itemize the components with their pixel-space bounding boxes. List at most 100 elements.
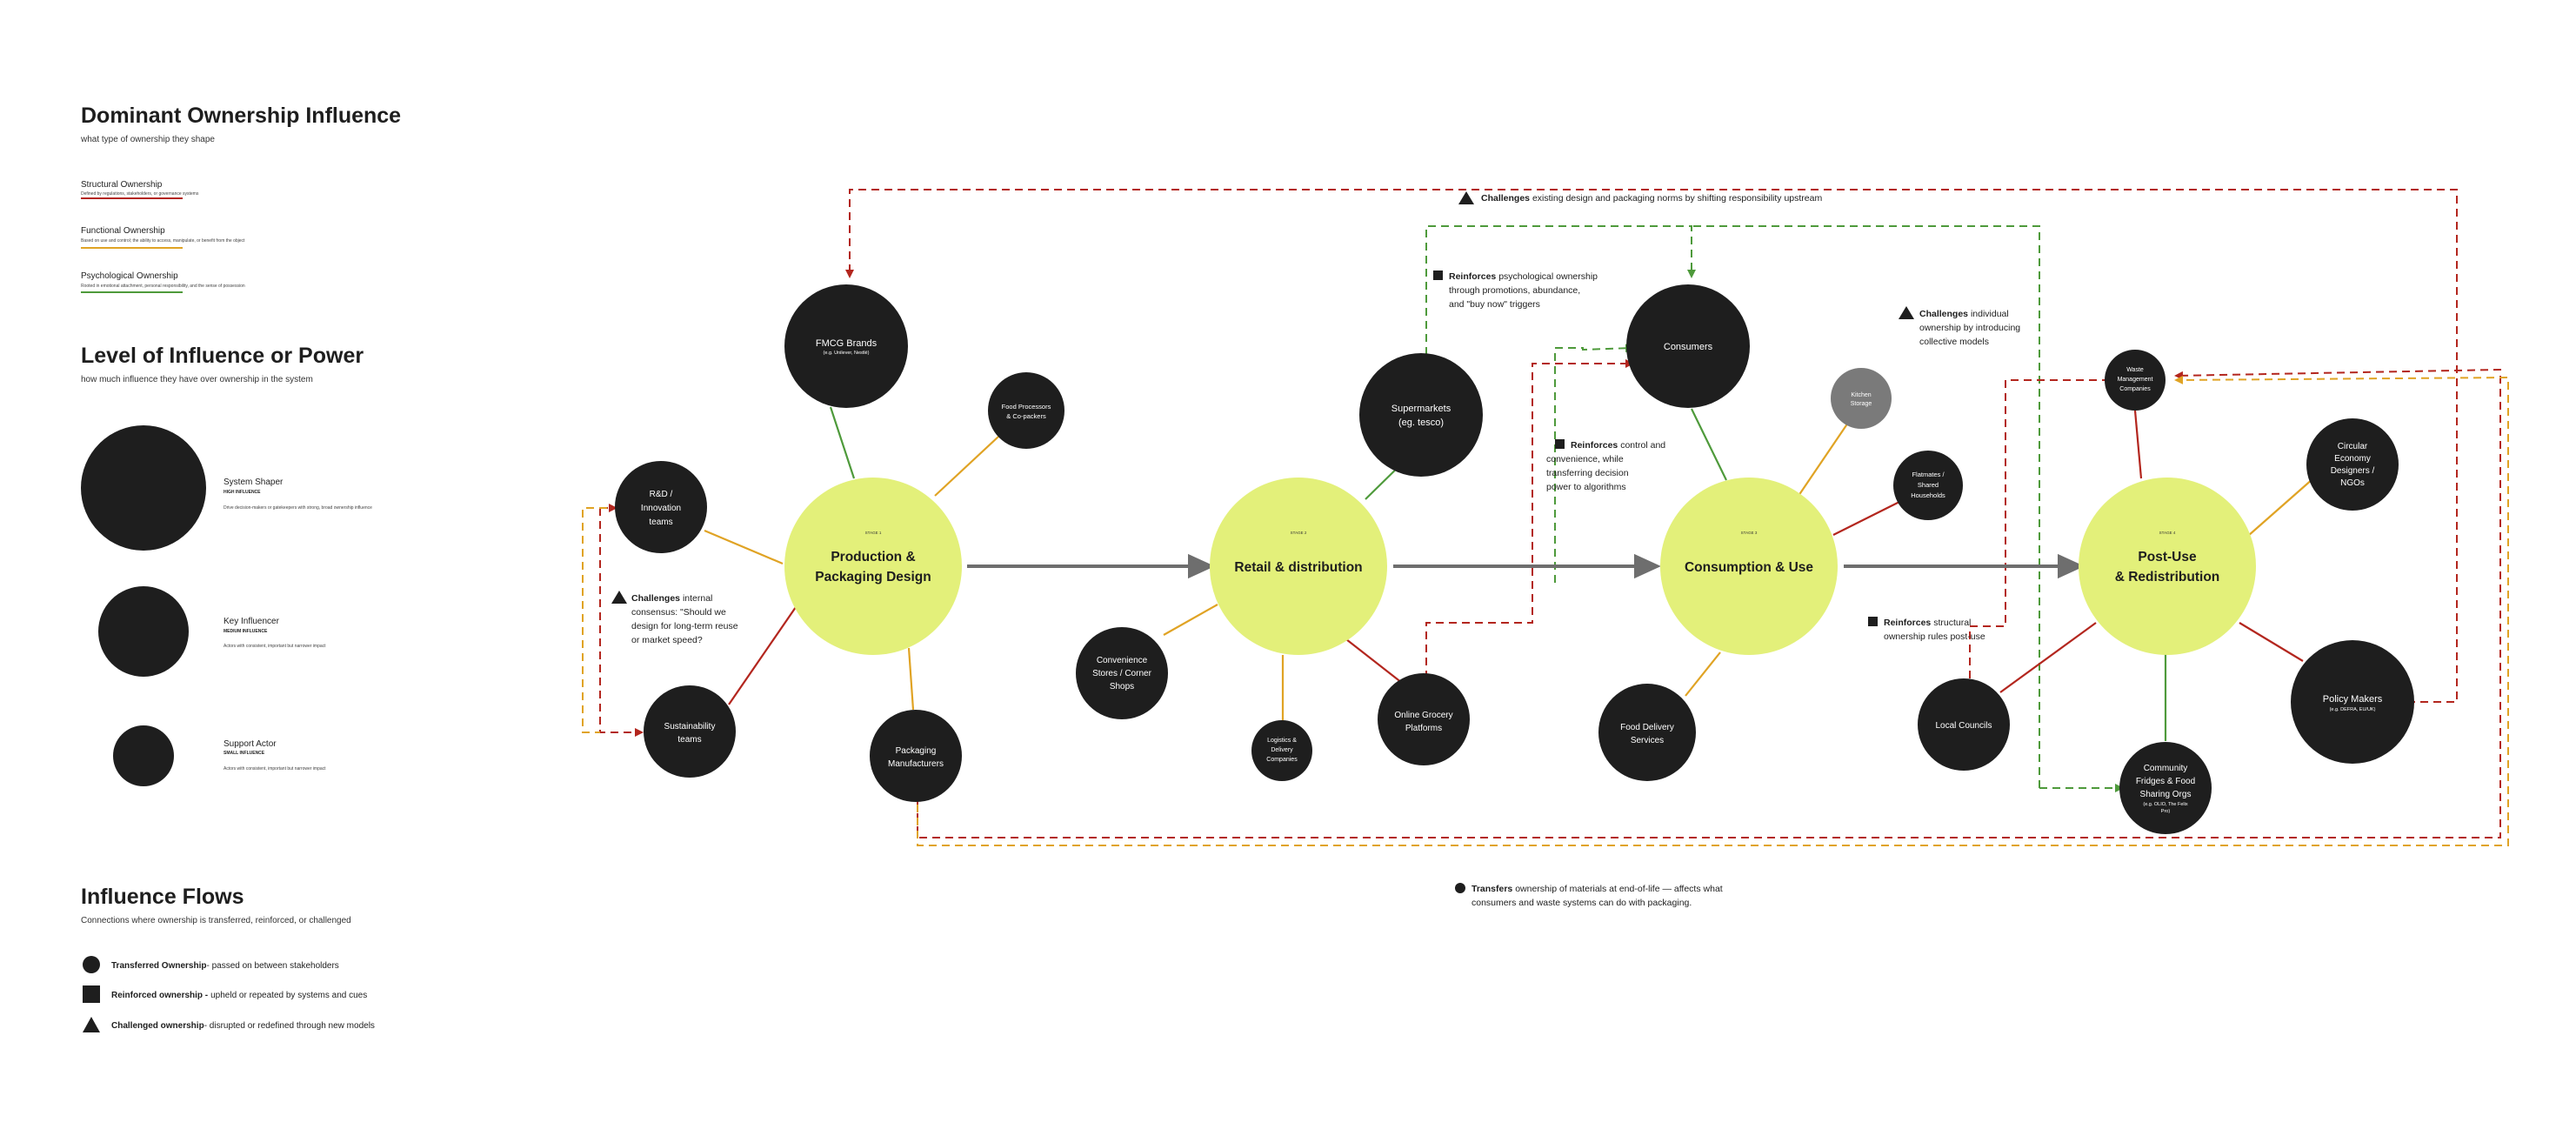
- stage-2-tag: STAGE 2: [1291, 531, 1307, 535]
- actor-waste-management[interactable]: Waste Management Companies: [2105, 350, 2166, 411]
- actor-kitchen-storage[interactable]: Kitchen Storage: [1831, 368, 1892, 429]
- packaging-node[interactable]: [870, 710, 962, 802]
- challenged-flow-label: Challenged ownership- disrupted or redef…: [111, 1021, 375, 1031]
- logistics-label-2: Delivery: [1271, 747, 1293, 753]
- rnd-connector: [704, 529, 784, 565]
- kitchen-label-1: Kitchen: [1851, 392, 1871, 398]
- food-processors-label: Food Processors: [1002, 403, 1051, 411]
- ownership-legend: Dominant Ownership Influence what type o…: [80, 104, 401, 293]
- logistics-node[interactable]: [1251, 720, 1312, 781]
- stage1-arrowhead: [1188, 553, 1215, 579]
- annotation-supermarkets-line3: and "buy now" triggers: [1449, 299, 1540, 310]
- rnd-sustainability-functional-flow: [582, 507, 607, 733]
- annotation-control-line1: Reinforces control and: [1571, 440, 1665, 451]
- waste-label-1: Waste: [2126, 367, 2144, 373]
- reinforced-square-icon: [83, 985, 100, 1003]
- local-councils-label: Local Councils: [1935, 721, 1992, 731]
- annotation-collective-line3: collective models: [1919, 337, 1989, 347]
- kitchen-node[interactable]: [1831, 368, 1892, 429]
- flatmates-node[interactable]: [1893, 451, 1963, 520]
- food-processors-node[interactable]: [988, 372, 1064, 449]
- waste-node[interactable]: [2105, 350, 2166, 411]
- actor-community-fridges[interactable]: Community Fridges & Food Sharing Orgs (e…: [2119, 742, 2212, 834]
- actor-logistics[interactable]: Logistics & Delivery Companies: [1251, 720, 1312, 781]
- actor-flatmates[interactable]: Flatmates / Shared Households: [1893, 451, 1963, 520]
- rnd-node[interactable]: [615, 461, 707, 553]
- packaging-label-2: Manufacturers: [888, 759, 944, 769]
- delivery-connector: [1685, 651, 1721, 697]
- stage-3-title: Consumption & Use: [1685, 560, 1813, 575]
- food-delivery-node[interactable]: [1598, 684, 1696, 781]
- actor-fmcg-brands[interactable]: FMCG Brands (e.g. Unilever, Nestlé): [784, 284, 908, 408]
- actor-rnd-teams[interactable]: R&D / Innovation teams: [615, 461, 707, 553]
- flatmates-connector: [1832, 498, 1905, 536]
- challenged-triangle-icon: [83, 1017, 100, 1032]
- psychological-ownership-desc: Rooted in emotional attachment, personal…: [81, 284, 245, 289]
- actor-food-delivery[interactable]: Food Delivery Services: [1598, 684, 1696, 781]
- fmcg-node[interactable]: [784, 284, 908, 408]
- circular-label-4: NGOs: [2340, 478, 2365, 488]
- community-label-2: Fridges & Food: [2136, 777, 2195, 786]
- actor-convenience-stores[interactable]: Convenience Stores / Corner Shops: [1076, 627, 1168, 719]
- annotation-control-line2: convenience, while: [1546, 454, 1624, 464]
- support-actor-level: SMALL INFLUENCE: [224, 751, 265, 756]
- actor-local-councils[interactable]: Local Councils: [1918, 678, 2010, 771]
- annotation-top-text: Challenges existing design and packaging…: [1481, 193, 1822, 204]
- local-councils-node[interactable]: [1918, 678, 2010, 771]
- sustainability-node[interactable]: [644, 685, 736, 778]
- stage3-arrowhead: [2058, 553, 2085, 579]
- processors-connector: [934, 436, 999, 497]
- circular-node[interactable]: [2306, 418, 2399, 511]
- stage-1-circle[interactable]: [784, 478, 962, 655]
- kitchen-label-2: Storage: [1851, 401, 1872, 407]
- supermarkets-label-1: Supermarkets: [1391, 404, 1452, 414]
- stage-3-circle[interactable]: [1660, 478, 1838, 655]
- flatmates-label-1: Flatmates /: [1912, 471, 1945, 478]
- stage-arrows: [967, 553, 2085, 579]
- influence-legend-subtitle: how much influence they have over owners…: [81, 375, 313, 384]
- stage-2[interactable]: STAGE 2 Retail & distribution: [1210, 478, 1387, 655]
- stage-1[interactable]: STAGE 1 Production & Packaging Design: [784, 478, 962, 655]
- psychological-ownership-label: Psychological Ownership: [81, 271, 178, 281]
- influence-flow-lines: [582, 189, 2509, 846]
- fmcg-sublabel: (e.g. Unilever, Nestlé): [824, 351, 870, 356]
- annotation-rnd-line4: or market speed?: [631, 635, 703, 645]
- reinforced-square-icon: [1555, 439, 1565, 449]
- consumers-node[interactable]: [1626, 284, 1750, 408]
- policy-node[interactable]: [2291, 640, 2414, 764]
- key-influencer-label: Key Influencer: [224, 617, 280, 626]
- supermarkets-node[interactable]: [1359, 353, 1483, 477]
- actor-circular-economy[interactable]: Circular Economy Designers / NGOs: [2306, 418, 2399, 511]
- stage-3[interactable]: STAGE 3 Consumption & Use: [1660, 478, 1838, 655]
- actor-sustainability-teams[interactable]: Sustainability teams: [644, 685, 736, 778]
- stage-4-circle[interactable]: [2079, 478, 2256, 655]
- actor-food-processors[interactable]: Food Processors & Co-packers: [988, 372, 1064, 449]
- stage-2-circle[interactable]: [1210, 478, 1387, 655]
- actor-consumers[interactable]: Consumers: [1626, 284, 1750, 408]
- ownership-legend-subtitle: what type of ownership they shape: [80, 135, 215, 144]
- annotation-collective: Challenges individual ownership by intro…: [1899, 306, 2020, 347]
- stage-4[interactable]: STAGE 4 Post-Use & Redistribution: [2079, 478, 2256, 655]
- flows-legend: Influence Flows Connections where owners…: [81, 885, 375, 1032]
- stage-1-title-line1: Production &: [831, 550, 915, 564]
- actor-supermarkets[interactable]: Supermarkets (eg. tesco): [1359, 353, 1483, 477]
- community-node[interactable]: [2119, 742, 2212, 834]
- fmcg-label: FMCG Brands: [816, 338, 878, 349]
- councils-to-waste-flow: [1969, 376, 2115, 678]
- key-influencer-desc: Actors with consistent, important but na…: [224, 644, 326, 649]
- community-to-consumers-flow: [1692, 225, 2040, 788]
- actor-policy-makers[interactable]: Policy Makers (e.g. DEFRA, EU/UK): [2291, 640, 2414, 764]
- online-grocery-node[interactable]: [1378, 673, 1470, 765]
- convenience-node[interactable]: [1076, 627, 1168, 719]
- structural-ownership-label: Structural Ownership: [81, 180, 163, 190]
- actor-packaging-manufacturers[interactable]: Packaging Manufacturers: [870, 710, 962, 802]
- key-influencer-level: MEDIUM INFLUENCE: [224, 629, 268, 634]
- logistics-label-1: Logistics &: [1267, 738, 1297, 744]
- connectors: [704, 406, 2314, 741]
- flatmates-label-3: Households: [1911, 491, 1945, 499]
- packaging-connector: [907, 647, 915, 711]
- actor-online-grocery[interactable]: Online Grocery Platforms: [1378, 673, 1470, 765]
- stage-3-tag: STAGE 3: [1741, 531, 1758, 535]
- waste-label-2: Management: [2118, 377, 2153, 383]
